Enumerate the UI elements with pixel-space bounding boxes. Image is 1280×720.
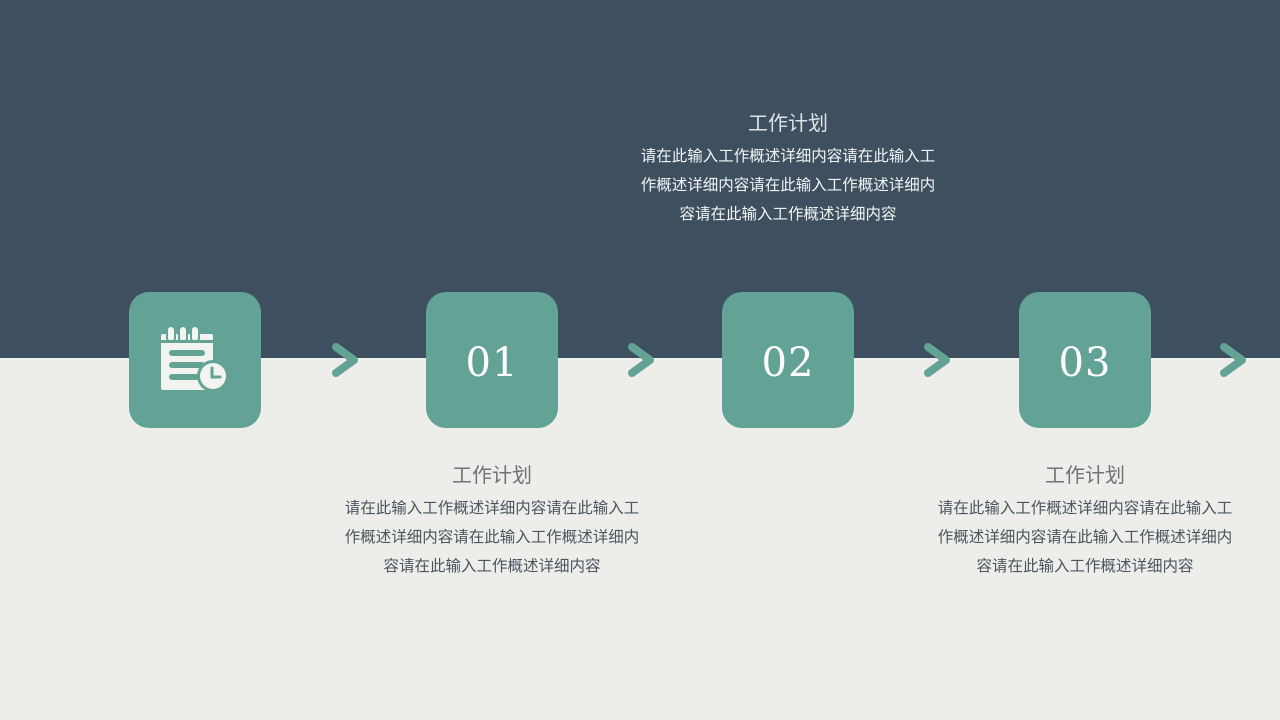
- notepad-clock-icon: [161, 326, 229, 392]
- body-line: 作概述详细内容请在此输入工作概述详细内: [937, 528, 1233, 546]
- chevron-right-icon: [332, 343, 358, 377]
- text-block-01: 工作计划 请在此输入工作概述详细内容请在此输入工 作概述详细内容请在此输入工作概…: [332, 462, 652, 581]
- block-title: 工作计划: [452, 463, 532, 487]
- body-line: 请在此输入工作概述详细内容请在此输入工: [344, 499, 640, 517]
- chevron-right-icon: [1220, 343, 1246, 377]
- step-box-03: 03: [1019, 292, 1151, 428]
- chevron-right-icon: [924, 343, 950, 377]
- body-line: 请在此输入工作概述详细内容请在此输入工: [640, 147, 936, 165]
- block-body: 请在此输入工作概述详细内容请在此输入工 作概述详细内容请在此输入工作概述详细内 …: [332, 494, 652, 581]
- text-block-02: 工作计划 请在此输入工作概述详细内容请在此输入工 作概述详细内容请在此输入工作概…: [628, 110, 948, 229]
- body-line: 请在此输入工作概述详细内容请在此输入工: [937, 499, 1233, 517]
- step-number: 01: [465, 340, 519, 386]
- chevron-right-icon: [628, 343, 654, 377]
- step-number: 02: [761, 340, 815, 386]
- body-line: 容请在此输入工作概述详细内容: [976, 557, 1194, 575]
- block-title: 工作计划: [1045, 463, 1125, 487]
- start-icon-box: [129, 292, 261, 428]
- step-box-01: 01: [426, 292, 558, 428]
- body-line: 作概述详细内容请在此输入工作概述详细内: [640, 176, 936, 194]
- step-number: 03: [1058, 340, 1112, 386]
- step-box-02: 02: [722, 292, 854, 428]
- block-body: 请在此输入工作概述详细内容请在此输入工 作概述详细内容请在此输入工作概述详细内 …: [925, 494, 1245, 581]
- body-line: 作概述详细内容请在此输入工作概述详细内: [344, 528, 640, 546]
- block-body: 请在此输入工作概述详细内容请在此输入工 作概述详细内容请在此输入工作概述详细内 …: [628, 142, 948, 229]
- block-title: 工作计划: [748, 111, 828, 135]
- text-block-03: 工作计划 请在此输入工作概述详细内容请在此输入工 作概述详细内容请在此输入工作概…: [925, 462, 1245, 581]
- body-line: 容请在此输入工作概述详细内容: [383, 557, 601, 575]
- body-line: 容请在此输入工作概述详细内容: [679, 205, 897, 223]
